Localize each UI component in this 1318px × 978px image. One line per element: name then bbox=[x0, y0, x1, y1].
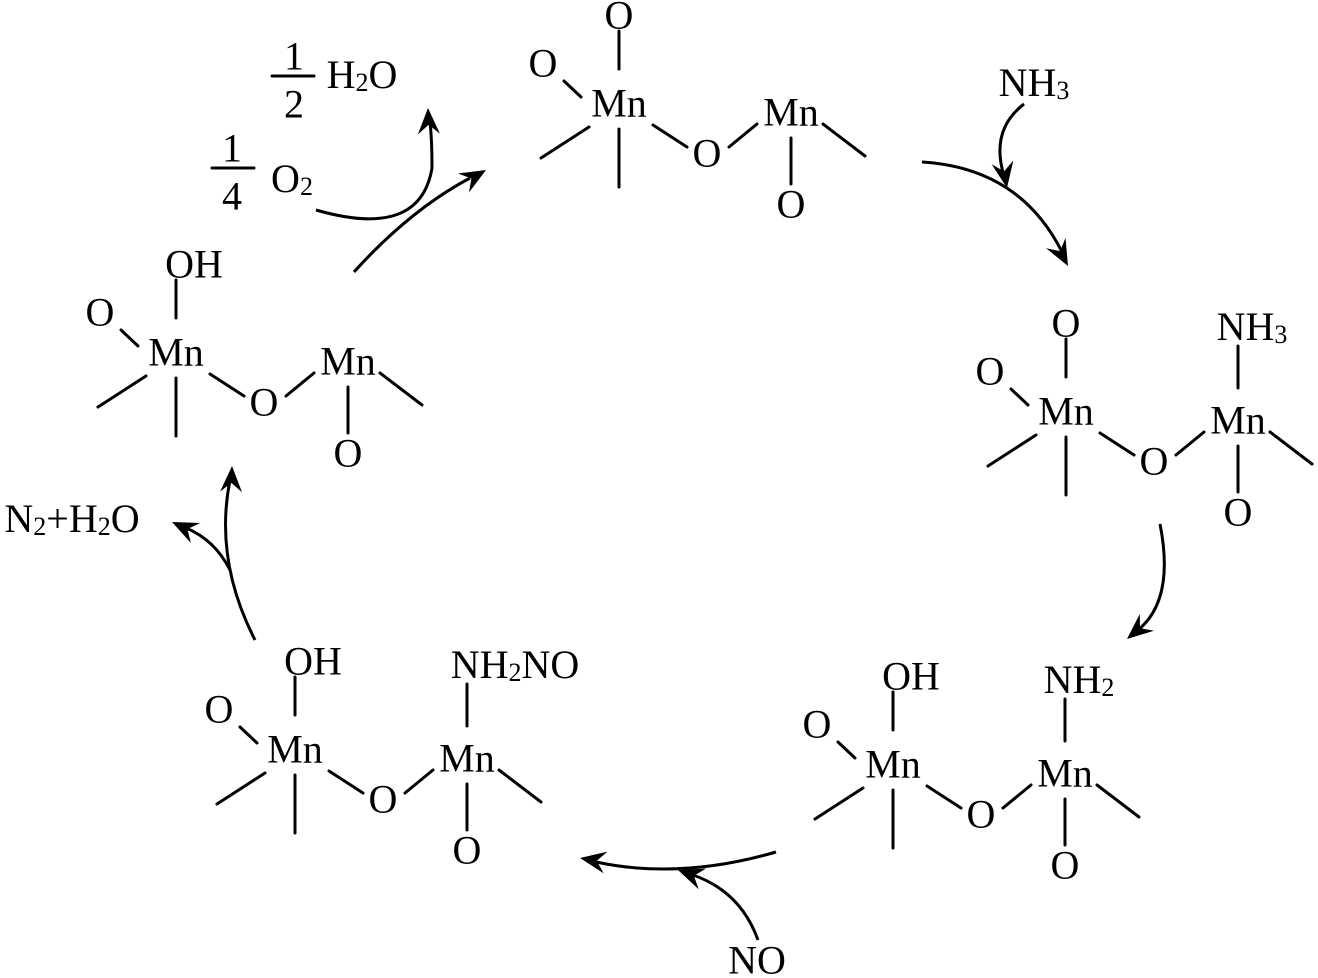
bond-right-lower bbox=[497, 768, 543, 804]
ligand-right-top: NH2 bbox=[1044, 657, 1115, 702]
arrow-bottomright-to-bottomleft bbox=[580, 850, 777, 874]
fraction-denominator: 2 bbox=[284, 82, 304, 127]
bond-right-lower bbox=[378, 371, 424, 407]
bond-bridge-left bbox=[1098, 431, 1136, 457]
bond-left-oxo bbox=[836, 740, 857, 760]
oxo-left-upper: O bbox=[976, 349, 1005, 394]
bond-left-lower bbox=[96, 374, 148, 409]
formula-o2: O2 bbox=[271, 156, 313, 201]
complexes: MnOOOMnOMnOOOMnONH3MnOHOOMnONH2MnOHOOMnO… bbox=[86, 0, 1314, 888]
mn-atom-right: Mn bbox=[439, 736, 495, 781]
bond-right-lower bbox=[1268, 430, 1314, 466]
bond-bridge-left bbox=[651, 123, 689, 149]
fraction-numerator: 1 bbox=[222, 126, 242, 171]
mn-atom-right: Mn bbox=[320, 339, 376, 384]
bridging-oxo: O bbox=[693, 131, 722, 176]
mn-atom-left: Mn bbox=[591, 81, 647, 126]
arrow-top-to-right bbox=[921, 160, 1068, 266]
mn-atom-right: Mn bbox=[1037, 751, 1093, 796]
formula-h2o: H2O bbox=[327, 52, 398, 97]
ligand-right-top: NH2NO bbox=[451, 642, 580, 687]
arrow-right-to-bottomright bbox=[1127, 523, 1166, 639]
fraction-numerator: 1 bbox=[284, 34, 304, 79]
oxo-left-upper: O bbox=[529, 41, 558, 86]
hydroxyl-left-top: OH bbox=[165, 242, 223, 287]
oxo-left-upper: O bbox=[205, 687, 234, 732]
reagent-no: NO bbox=[728, 938, 786, 978]
bond-right-lower bbox=[1095, 783, 1141, 819]
bond-bridge-right bbox=[727, 122, 759, 149]
arrow-n2h2o-out bbox=[172, 522, 232, 571]
bond-left-oxo bbox=[1009, 387, 1030, 407]
bond-bridge-right bbox=[403, 768, 435, 795]
bond-left-lower bbox=[215, 771, 267, 806]
ligand-right-top: NH3 bbox=[1217, 304, 1288, 349]
bond-bridge-right bbox=[1001, 783, 1033, 810]
oxo-right-bottom: O bbox=[1224, 490, 1253, 535]
mn-atom-left: Mn bbox=[267, 727, 323, 772]
bridging-oxo: O bbox=[1140, 439, 1169, 484]
arrow-o2-in bbox=[315, 108, 440, 221]
bond-right-lower bbox=[821, 122, 867, 158]
reagent-nh3: NH3 bbox=[999, 60, 1070, 105]
oxo-left-top: O bbox=[1052, 301, 1081, 346]
fraction-denominator: 4 bbox=[222, 174, 242, 219]
reagent-quarter-o2: 14 O2 bbox=[210, 126, 313, 219]
oxo-left-upper: O bbox=[803, 702, 832, 747]
mn-atom-right: Mn bbox=[763, 90, 819, 135]
oxo-right-bottom: O bbox=[1051, 843, 1080, 888]
hydroxyl-left-top: OH bbox=[882, 654, 940, 699]
bridging-oxo: O bbox=[250, 380, 279, 425]
arrow-left-to-top bbox=[352, 170, 486, 274]
bridging-oxo: O bbox=[369, 777, 398, 822]
hydroxyl-left-top: OH bbox=[284, 639, 342, 684]
mn-atom-left: Mn bbox=[865, 742, 921, 787]
bridging-oxo: O bbox=[967, 792, 996, 837]
oxo-left-top: O bbox=[605, 0, 634, 38]
arrows bbox=[172, 102, 1166, 941]
bond-bridge-right bbox=[284, 371, 316, 398]
bond-left-lower bbox=[539, 125, 591, 160]
arrow-bottomleft-to-left bbox=[220, 466, 257, 641]
bond-left-lower bbox=[986, 433, 1038, 468]
oxo-left-upper: O bbox=[86, 290, 115, 335]
bond-left-oxo bbox=[238, 725, 259, 745]
mn-atom-left: Mn bbox=[148, 330, 204, 375]
oxo-right-bottom: O bbox=[453, 828, 482, 873]
product-n2-h2o: N2+H2O bbox=[4, 496, 139, 541]
arrow-nh3-in bbox=[991, 102, 1025, 188]
mn-atom-right: Mn bbox=[1210, 398, 1266, 443]
bond-bridge-left bbox=[208, 372, 246, 398]
product-half-h2o: 12 H2O bbox=[270, 34, 398, 127]
mn-atom-left: Mn bbox=[1038, 389, 1094, 434]
bond-bridge-left bbox=[925, 784, 963, 810]
bond-left-oxo bbox=[119, 328, 140, 348]
bond-left-lower bbox=[813, 786, 865, 821]
bond-bridge-right bbox=[1174, 430, 1206, 457]
bond-bridge-left bbox=[327, 769, 365, 795]
bond-left-oxo bbox=[562, 79, 583, 99]
oxo-right-bottom: O bbox=[334, 431, 363, 476]
arrow-no-in bbox=[678, 868, 760, 941]
oxo-right-bottom: O bbox=[777, 182, 806, 227]
